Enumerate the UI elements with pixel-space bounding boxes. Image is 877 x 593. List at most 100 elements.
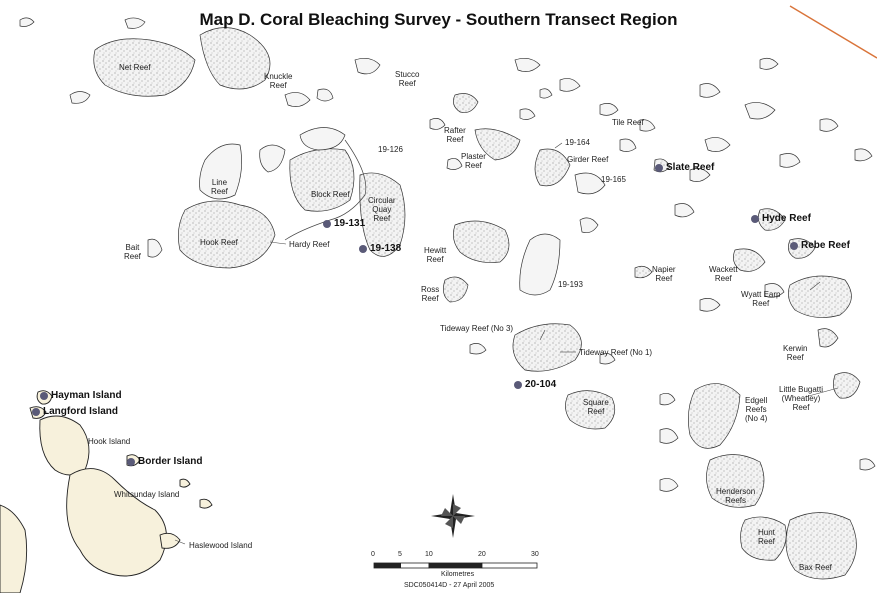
reef-shape-small xyxy=(759,57,779,70)
reef-label-hewitt: Hewitt Reef xyxy=(424,246,447,264)
reef-label-plaster: Plaster Reef xyxy=(461,152,486,170)
island-shape-whitsunday xyxy=(66,468,167,577)
reef-shape-rafter xyxy=(474,128,521,161)
reef-label-knuckle: Knuckle Reef xyxy=(264,72,293,90)
channel-line xyxy=(284,139,367,241)
reef-shape-henderson xyxy=(706,454,765,508)
reef-shape-small xyxy=(639,119,656,132)
reef-shape-small xyxy=(854,148,873,162)
reef-shape-small xyxy=(659,428,679,444)
island-shape-hook xyxy=(39,415,90,476)
reef-label-ross: Ross Reef xyxy=(421,285,440,303)
reef-shape-block-north xyxy=(299,127,346,151)
reef-label-19-126: 19-126 xyxy=(378,145,403,154)
reef-shape-small xyxy=(699,83,721,98)
scale-tick-5: 5 xyxy=(398,551,402,558)
site-label-19-131: 19-131 xyxy=(334,218,366,229)
reef-shape-small xyxy=(316,88,334,102)
reef-shape-small xyxy=(514,58,541,72)
site-marker-slate[interactable] xyxy=(655,164,663,172)
reef-shape-19-165 xyxy=(574,172,606,195)
reef-shape-bax xyxy=(785,512,857,580)
reef-shape-small xyxy=(819,118,839,132)
reef-shape-line xyxy=(199,143,242,200)
reef-shape-napier xyxy=(634,265,653,279)
reef-shape-hewitt xyxy=(453,220,510,263)
reef-label-wyatt-earp: Wyatt Earp Reef xyxy=(741,290,781,308)
site-label-20-104: 20-104 xyxy=(525,379,557,390)
reef-shape-small xyxy=(284,92,311,107)
reef-shape-small xyxy=(704,137,731,152)
reef-label-girder: Girder Reef xyxy=(567,155,609,164)
reef-label-circular-quay: Circular Quay Reef xyxy=(368,196,396,223)
reef-label-tideway-no1: Tideway Reef (No 1) xyxy=(579,348,653,357)
island-shape-small xyxy=(179,478,191,488)
reef-shape-little-bugatti xyxy=(833,372,861,399)
reef-shape-small xyxy=(764,283,785,298)
reef-shape-hyde xyxy=(758,208,786,231)
reef-shape-hunt xyxy=(740,516,787,561)
map-credit: SDC050414D - 27 April 2005 xyxy=(404,582,495,589)
reef-label-net: Net Reef xyxy=(119,63,151,72)
island-shape-mainland xyxy=(0,504,28,593)
reef-shape-small xyxy=(429,118,446,130)
site-marker-rebe[interactable] xyxy=(790,242,798,250)
reef-shape-ross xyxy=(443,276,469,303)
reef-label-henderson: Henderson Reefs xyxy=(716,487,756,505)
scale-tick-0: 0 xyxy=(371,551,375,558)
reef-label-wackett: Wackett Reef xyxy=(709,265,738,283)
scale-tick-10: 10 xyxy=(425,551,433,558)
reef-shape-small xyxy=(469,343,487,355)
leader-line xyxy=(554,142,563,149)
site-label-border: Border Island xyxy=(138,456,203,467)
site-label-slate: Slate Reef xyxy=(666,162,715,173)
reef-label-hook: Hook Reef xyxy=(200,238,238,247)
site-marker-hyde[interactable] xyxy=(751,215,759,223)
reef-shape-knuckle xyxy=(199,27,271,90)
site-marker-border[interactable] xyxy=(127,458,135,466)
boundary-line xyxy=(789,5,877,59)
reef-shape-circular-quay xyxy=(359,172,406,257)
reef-shape-square xyxy=(565,390,616,430)
reef-label-tideway-no3: Tideway Reef (No 3) xyxy=(440,324,514,333)
reef-shape-net xyxy=(93,38,196,97)
site-marker-langford[interactable] xyxy=(32,408,40,416)
leader-line xyxy=(804,387,839,398)
scale-tick-20: 20 xyxy=(478,551,486,558)
reef-shape-small xyxy=(859,458,876,471)
reef-shape-small xyxy=(779,153,801,168)
reef-shape-small xyxy=(559,78,581,92)
reef-shape-stucco xyxy=(453,93,479,113)
reef-label-hunt: Hunt Reef xyxy=(758,528,775,546)
reef-shape-small xyxy=(599,353,616,365)
reef-shape-19-193 xyxy=(519,233,561,296)
site-label-hayman: Hayman Island xyxy=(51,390,122,401)
reef-shape-small xyxy=(699,298,721,312)
reef-label-tile: Tile Reef xyxy=(612,118,644,127)
reef-shape-block xyxy=(289,148,355,212)
scale-tick-30: 30 xyxy=(531,551,539,558)
reef-label-hardy: Hardy Reef xyxy=(289,240,330,249)
reef-shape-tideway xyxy=(512,323,582,372)
reef-shape-small xyxy=(446,158,463,170)
site-marker-19-131[interactable] xyxy=(323,220,331,228)
reef-shape-small xyxy=(599,103,619,116)
reef-shape-edgell xyxy=(688,383,741,449)
reef-shape-small xyxy=(354,58,381,75)
reef-label-bax: Bax Reef xyxy=(799,563,832,572)
reef-shape-small xyxy=(659,393,676,406)
reef-label-bait: Bait Reef xyxy=(124,243,141,261)
reef-label-rafter: Rafter Reef xyxy=(444,126,466,144)
reef-label-edgell: Edgell Reefs (No 4) xyxy=(745,396,768,423)
map-title: Map D. Coral Bleaching Survey - Southern… xyxy=(199,10,678,29)
site-marker-hayman[interactable] xyxy=(40,392,48,400)
island-label-haslewood: Haslewood Island xyxy=(189,541,253,550)
site-marker-19-138[interactable] xyxy=(359,245,367,253)
reef-shape-small xyxy=(659,478,679,492)
island-shape-haslewood xyxy=(159,532,181,549)
site-marker-20-104[interactable] xyxy=(514,381,522,389)
reef-shape-small xyxy=(674,203,695,218)
reef-shape-small xyxy=(744,102,776,120)
reef-label-napier: Napier Reef xyxy=(652,265,676,283)
